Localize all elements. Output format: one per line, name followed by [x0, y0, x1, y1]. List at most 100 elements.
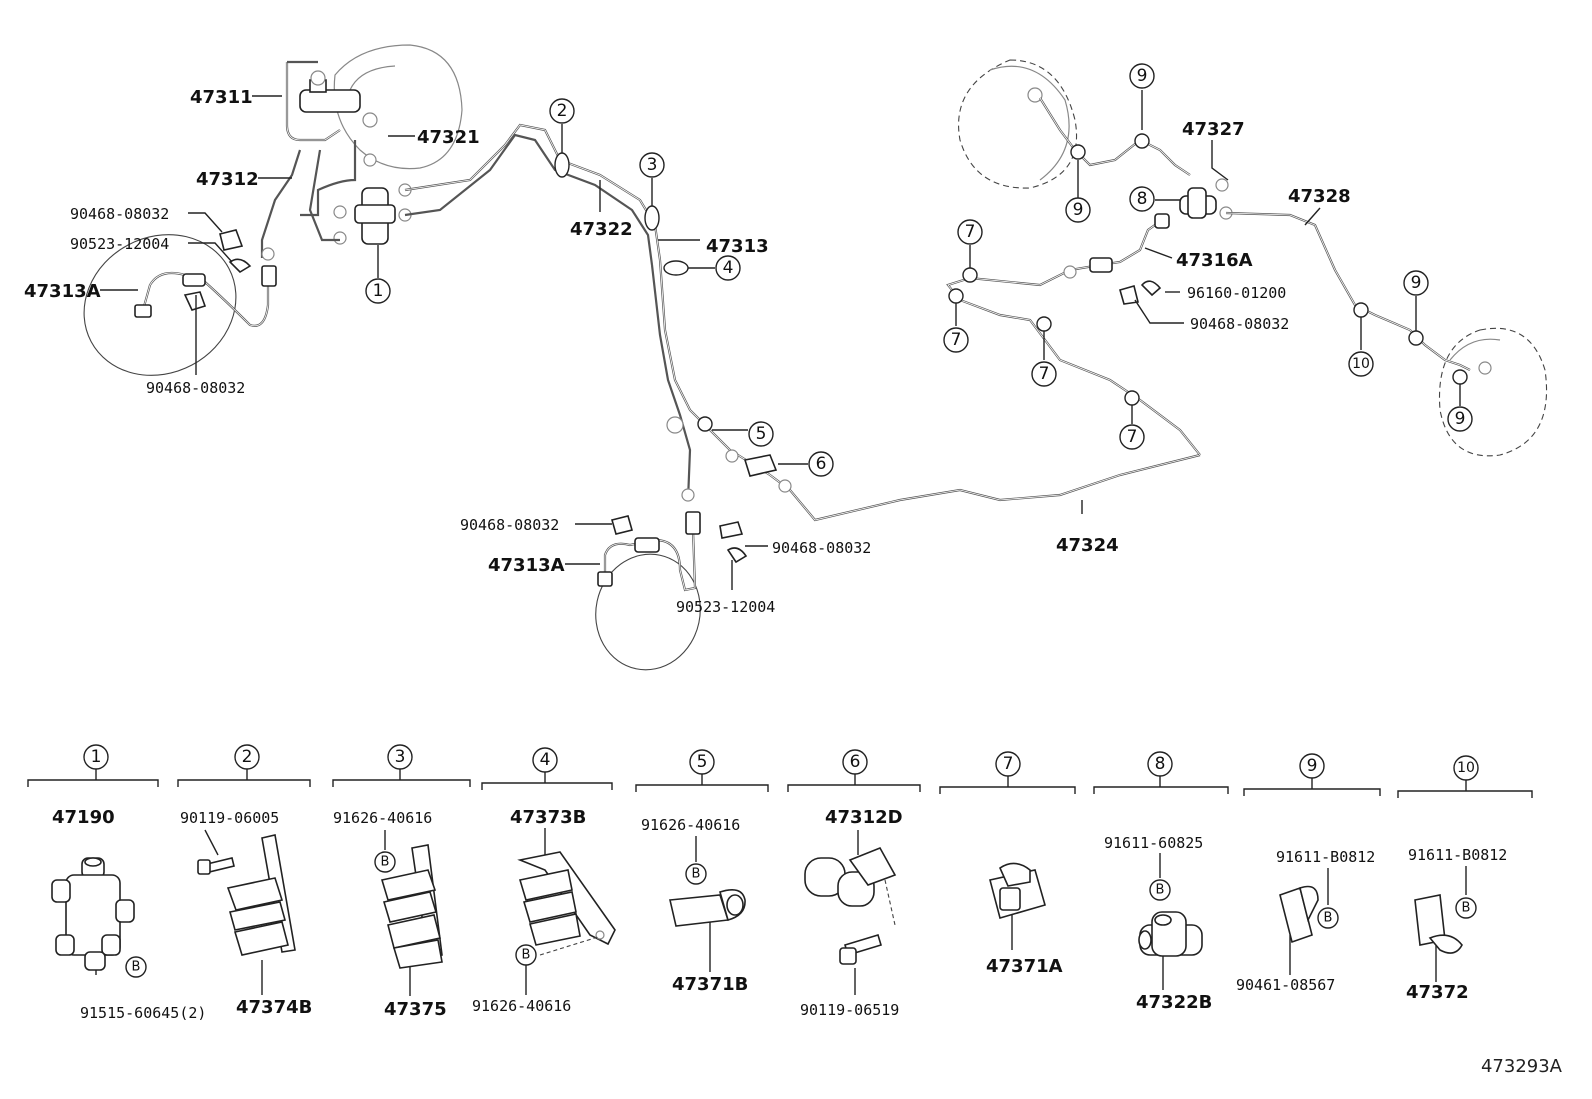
svg-text:B: B: [381, 855, 390, 870]
callout-7d: 7: [1119, 424, 1145, 450]
rear-brake-assembly: [958, 59, 1548, 457]
label-47311: 47311: [190, 87, 253, 108]
detail-7-label-a: 47371A: [986, 956, 1063, 977]
svg-text:7: 7: [1003, 754, 1014, 774]
detail-8-label-b: 47322B: [1136, 992, 1212, 1013]
detail-8-label-a: 91611-60825: [1104, 834, 1203, 852]
callout-9d: 9: [1447, 406, 1473, 432]
svg-text:6: 6: [850, 752, 861, 772]
b-mark-1: B: [125, 956, 147, 978]
svg-text:B: B: [132, 960, 141, 975]
svg-text:4: 4: [540, 750, 551, 770]
svg-text:10: 10: [1457, 760, 1475, 776]
part-47322b: [1138, 911, 1203, 957]
detail-num-3: 3: [387, 744, 413, 770]
svg-text:7: 7: [965, 222, 976, 242]
part-47371b: [669, 889, 746, 927]
label-47313a-a: 47313A: [24, 281, 101, 302]
label-90468-08032-c: 90468-08032: [460, 516, 559, 534]
label-90468-08032-a: 90468-08032: [70, 205, 169, 223]
svg-text:2: 2: [242, 747, 253, 767]
svg-text:5: 5: [756, 424, 767, 444]
part-47312d: [804, 846, 897, 965]
detail-num-6: 6: [842, 749, 868, 775]
label-47321: 47321: [417, 127, 480, 148]
part-47372: [1414, 894, 1463, 954]
center-pipe-run: [650, 259, 1201, 522]
callout-9b: 9: [1065, 197, 1091, 223]
svg-text:9: 9: [1411, 273, 1422, 293]
label-47322: 47322: [570, 219, 633, 240]
label-90468-08032-d: 90468-08032: [772, 539, 871, 557]
label-90468-08032-b: 90468-08032: [146, 379, 245, 397]
label-47328: 47328: [1288, 186, 1351, 207]
label-47313a-b: 47313A: [488, 555, 565, 576]
svg-text:B: B: [1156, 883, 1165, 898]
detail-num-1: 1: [83, 744, 109, 770]
svg-text:8: 8: [1155, 754, 1166, 774]
b-mark-9: B: [1317, 907, 1339, 929]
svg-text:2: 2: [557, 101, 568, 121]
label-90523-12004-b: 90523-12004: [676, 598, 775, 616]
detail-6-label-a: 47312D: [825, 807, 903, 828]
b-mark-10: B: [1455, 897, 1477, 919]
part-47373b: [517, 851, 616, 956]
b-mark-5: B: [685, 863, 707, 885]
svg-text:B: B: [1324, 911, 1333, 926]
label-47316a: 47316A: [1176, 250, 1253, 271]
callout-7b: 7: [943, 327, 969, 353]
detail-5-label-a: 91626-40616: [641, 816, 740, 834]
detail-9-label-a: 91611-B0812: [1276, 848, 1375, 866]
detail-2-label-b: 47374B: [236, 997, 312, 1018]
detail-4-label-b: 91626-40616: [472, 997, 571, 1015]
detail-3-label-a: 91626-40616: [333, 809, 432, 827]
callout-lines: [100, 90, 1461, 590]
label-47312: 47312: [196, 169, 259, 190]
master-cylinder-assembly: [260, 44, 662, 266]
callout-9a: 9: [1129, 63, 1155, 89]
diagram-code: 473293A: [1480, 1056, 1562, 1077]
detail-10-label-b: 47372: [1406, 982, 1469, 1003]
svg-text:9: 9: [1137, 66, 1148, 86]
part-47375: [380, 844, 443, 969]
left-front-hose: [83, 229, 277, 376]
callout-7c: 7: [1031, 361, 1057, 387]
b-mark-8: B: [1149, 879, 1171, 901]
detail-num-7: 7: [995, 751, 1021, 777]
b-mark-4: B: [515, 944, 537, 966]
svg-text:B: B: [522, 948, 531, 963]
callout-8: 8: [1129, 186, 1155, 212]
label-47313: 47313: [706, 236, 769, 257]
part-labels: 47311 47321 47312 90468-08032 90523-1200…: [24, 87, 1351, 616]
detail-6-label-b: 90119-06519: [800, 1001, 899, 1019]
svg-text:6: 6: [816, 454, 827, 474]
callout-9c: 9: [1403, 270, 1429, 296]
detail-row: 1 2 3 4 5 6 7 8 9 10 47190 91515-60645(2…: [27, 744, 1533, 1022]
callout-7a: 7: [957, 219, 983, 245]
svg-text:10: 10: [1352, 356, 1370, 372]
callout-10: 10: [1348, 351, 1374, 377]
part-47374b: [197, 834, 296, 956]
svg-text:B: B: [692, 867, 701, 882]
right-front-hose: [595, 511, 748, 671]
svg-text:7: 7: [1039, 364, 1050, 384]
detail-num-9: 9: [1299, 753, 1325, 779]
detail-num-5: 5: [689, 749, 715, 775]
label-90523-12004-a: 90523-12004: [70, 235, 169, 253]
callout-3: 3: [639, 152, 665, 178]
callout-6: 6: [808, 451, 834, 477]
detail-num-2: 2: [234, 744, 260, 770]
label-90468-08032-e: 90468-08032: [1190, 315, 1289, 333]
svg-text:3: 3: [395, 747, 406, 767]
detail-1-label-a: 47190: [52, 807, 115, 828]
label-96160-01200: 96160-01200: [1187, 284, 1286, 302]
detail-5-label-b: 47371B: [672, 974, 748, 995]
detail-num-4: 4: [532, 747, 558, 773]
detail-1-label-b: 91515-60645(2): [80, 1004, 206, 1022]
label-47327: 47327: [1182, 119, 1245, 140]
detail-num-10: 10: [1453, 755, 1479, 781]
svg-text:1: 1: [373, 281, 384, 301]
svg-text:1: 1: [91, 747, 102, 767]
svg-text:B: B: [1462, 901, 1471, 916]
svg-text:3: 3: [647, 155, 658, 175]
